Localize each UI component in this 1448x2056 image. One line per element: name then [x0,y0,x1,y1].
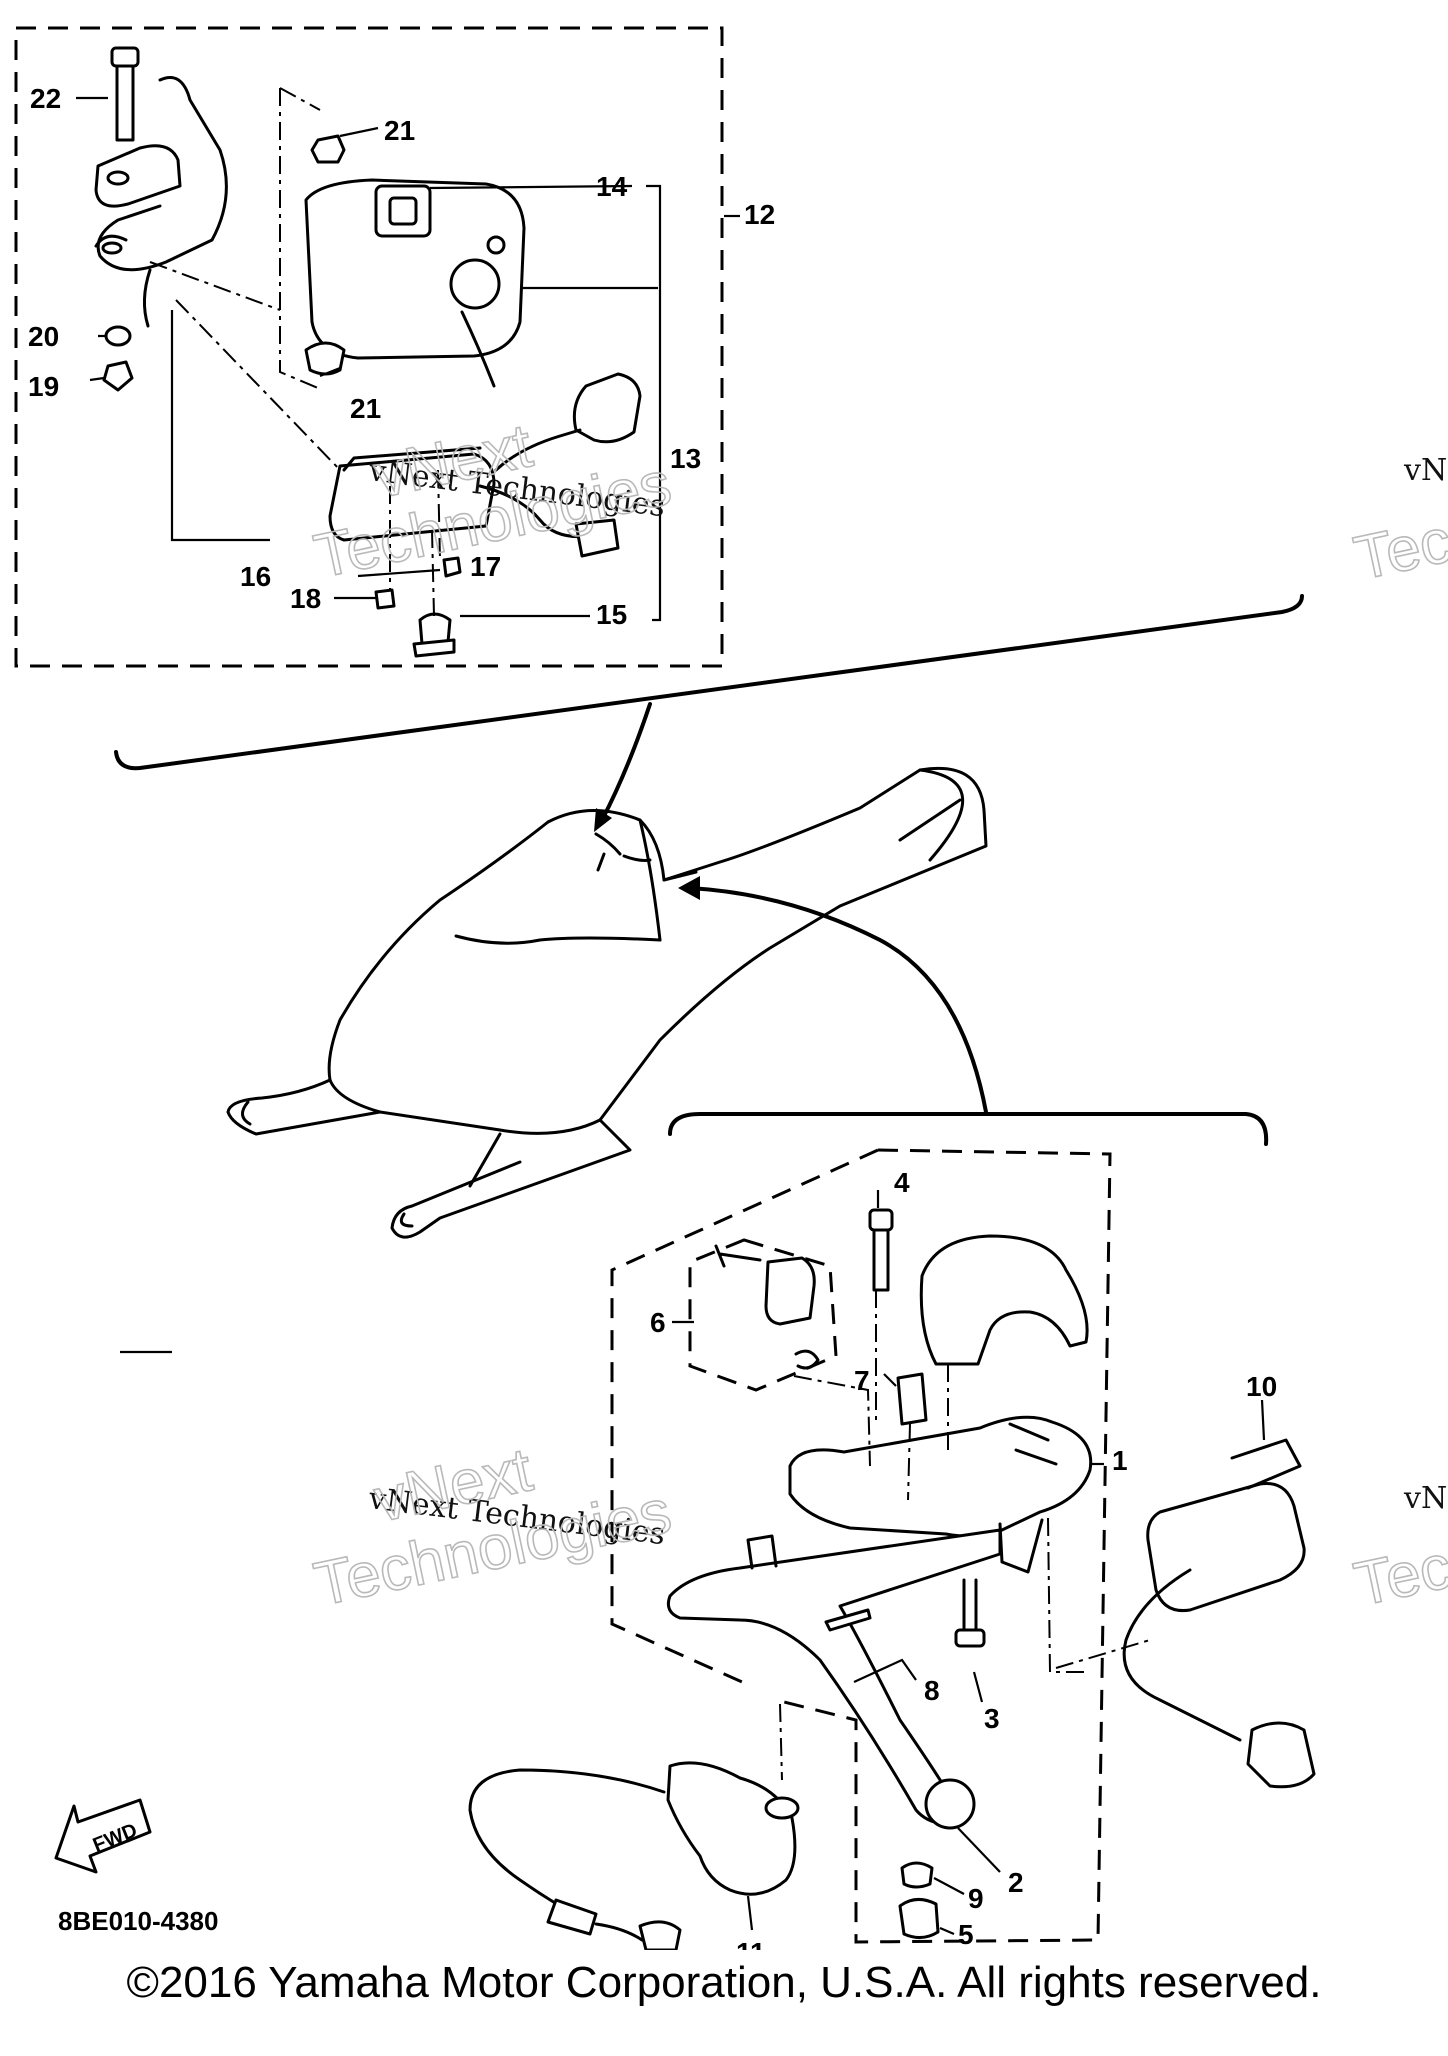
callout-22: 22 [30,83,61,114]
callout-16: 16 [240,561,271,592]
callout-13: 13 [670,443,701,474]
washer-20-shape [104,325,132,347]
diagram-svg: FWD 1 2 3 4 5 6 7 8 9 10 11 12 13 14 15 … [14,26,1448,1968]
nut-19-shape [102,360,134,392]
callout-2: 2 [1008,1867,1024,1898]
callout-11: 11 [736,1937,766,1950]
lever-cover-shape [919,1234,1089,1366]
bolt-22-shape [110,46,140,142]
bottom-inset-left-border [610,1148,879,1684]
screw-21-bottom-shape [304,341,346,376]
bolt-4-shape [868,1208,894,1292]
lever-2-shape [666,1528,1002,1830]
bottom-inset-right-border [783,1148,1112,1944]
callout-18: 18 [290,583,321,614]
callout-21-bottom: 21 [350,393,381,424]
bracket-shape [94,76,228,328]
callout-7: 7 [854,1365,870,1396]
callout-8: 8 [924,1675,940,1706]
callout-19: 19 [28,371,59,402]
callout-4: 4 [894,1167,910,1198]
switch-6-shape [764,1256,816,1326]
arrow-to-handlebar [600,702,652,822]
bottom-bracket-curve [668,1112,1269,1146]
callout-14: 14 [596,171,628,202]
screw-21-top-shape [310,134,346,164]
callout-5: 5 [958,1919,974,1950]
bolt-3-shape [954,1578,986,1648]
callout-21-top: 21 [384,115,415,146]
callout-20: 20 [28,321,59,352]
module-10-shape [1122,1438,1316,1789]
callout-3: 3 [984,1703,1000,1734]
callout-9: 9 [968,1883,984,1914]
svg-text:Tec: Tec [1349,506,1448,594]
collar-7-shape [896,1372,928,1426]
callout-6: 6 [650,1307,666,1338]
svg-text:Tec: Tec [1349,1532,1448,1620]
callout-15: 15 [596,599,627,630]
screw-18-shape [374,588,396,610]
callout-1: 1 [1112,1445,1128,1476]
washer-9-shape [900,1861,934,1889]
clamp-screw-15-shape [412,612,456,658]
callout-17: 17 [470,551,501,582]
connector-shape [494,372,642,472]
fwd-arrow-icon: FWD [54,1798,152,1874]
top-inset [14,26,740,668]
switch-unit-shape [328,446,620,558]
callout-12: 12 [744,199,775,230]
bottom-inset [468,1148,1316,1952]
top-inset-border [14,26,724,668]
top-bracket-curve [114,594,1304,771]
switch-11-shape [468,1761,800,1952]
svg-text:vN: vN [1403,1481,1447,1516]
holder-1-shape [788,1415,1093,1574]
nut-5-shape [898,1898,940,1939]
watermark-right-bottom: vN Tec [1348,1481,1448,1620]
screw-17-shape [442,556,462,578]
callouts: 1 2 3 4 5 6 7 8 9 10 11 12 13 14 15 16 1… [28,83,1277,1968]
diagram-code: 8BE010-4380 [58,1906,218,1936]
pin-8-shape [824,1608,872,1632]
svg-text:vN: vN [1403,453,1447,488]
arrow-from-lever [688,886,988,1114]
watermark-right-top: vN Tec [1348,453,1448,594]
watermark-middle: vNext Technologies vNext Technologies [308,1434,678,1620]
copyright-footer: ©2016 Yamaha Motor Corporation, U.S.A. A… [126,1958,1322,2007]
switch-6-subbox [688,1238,838,1392]
callout-10: 10 [1246,1371,1277,1402]
snowmobile-sketch [226,766,988,1239]
